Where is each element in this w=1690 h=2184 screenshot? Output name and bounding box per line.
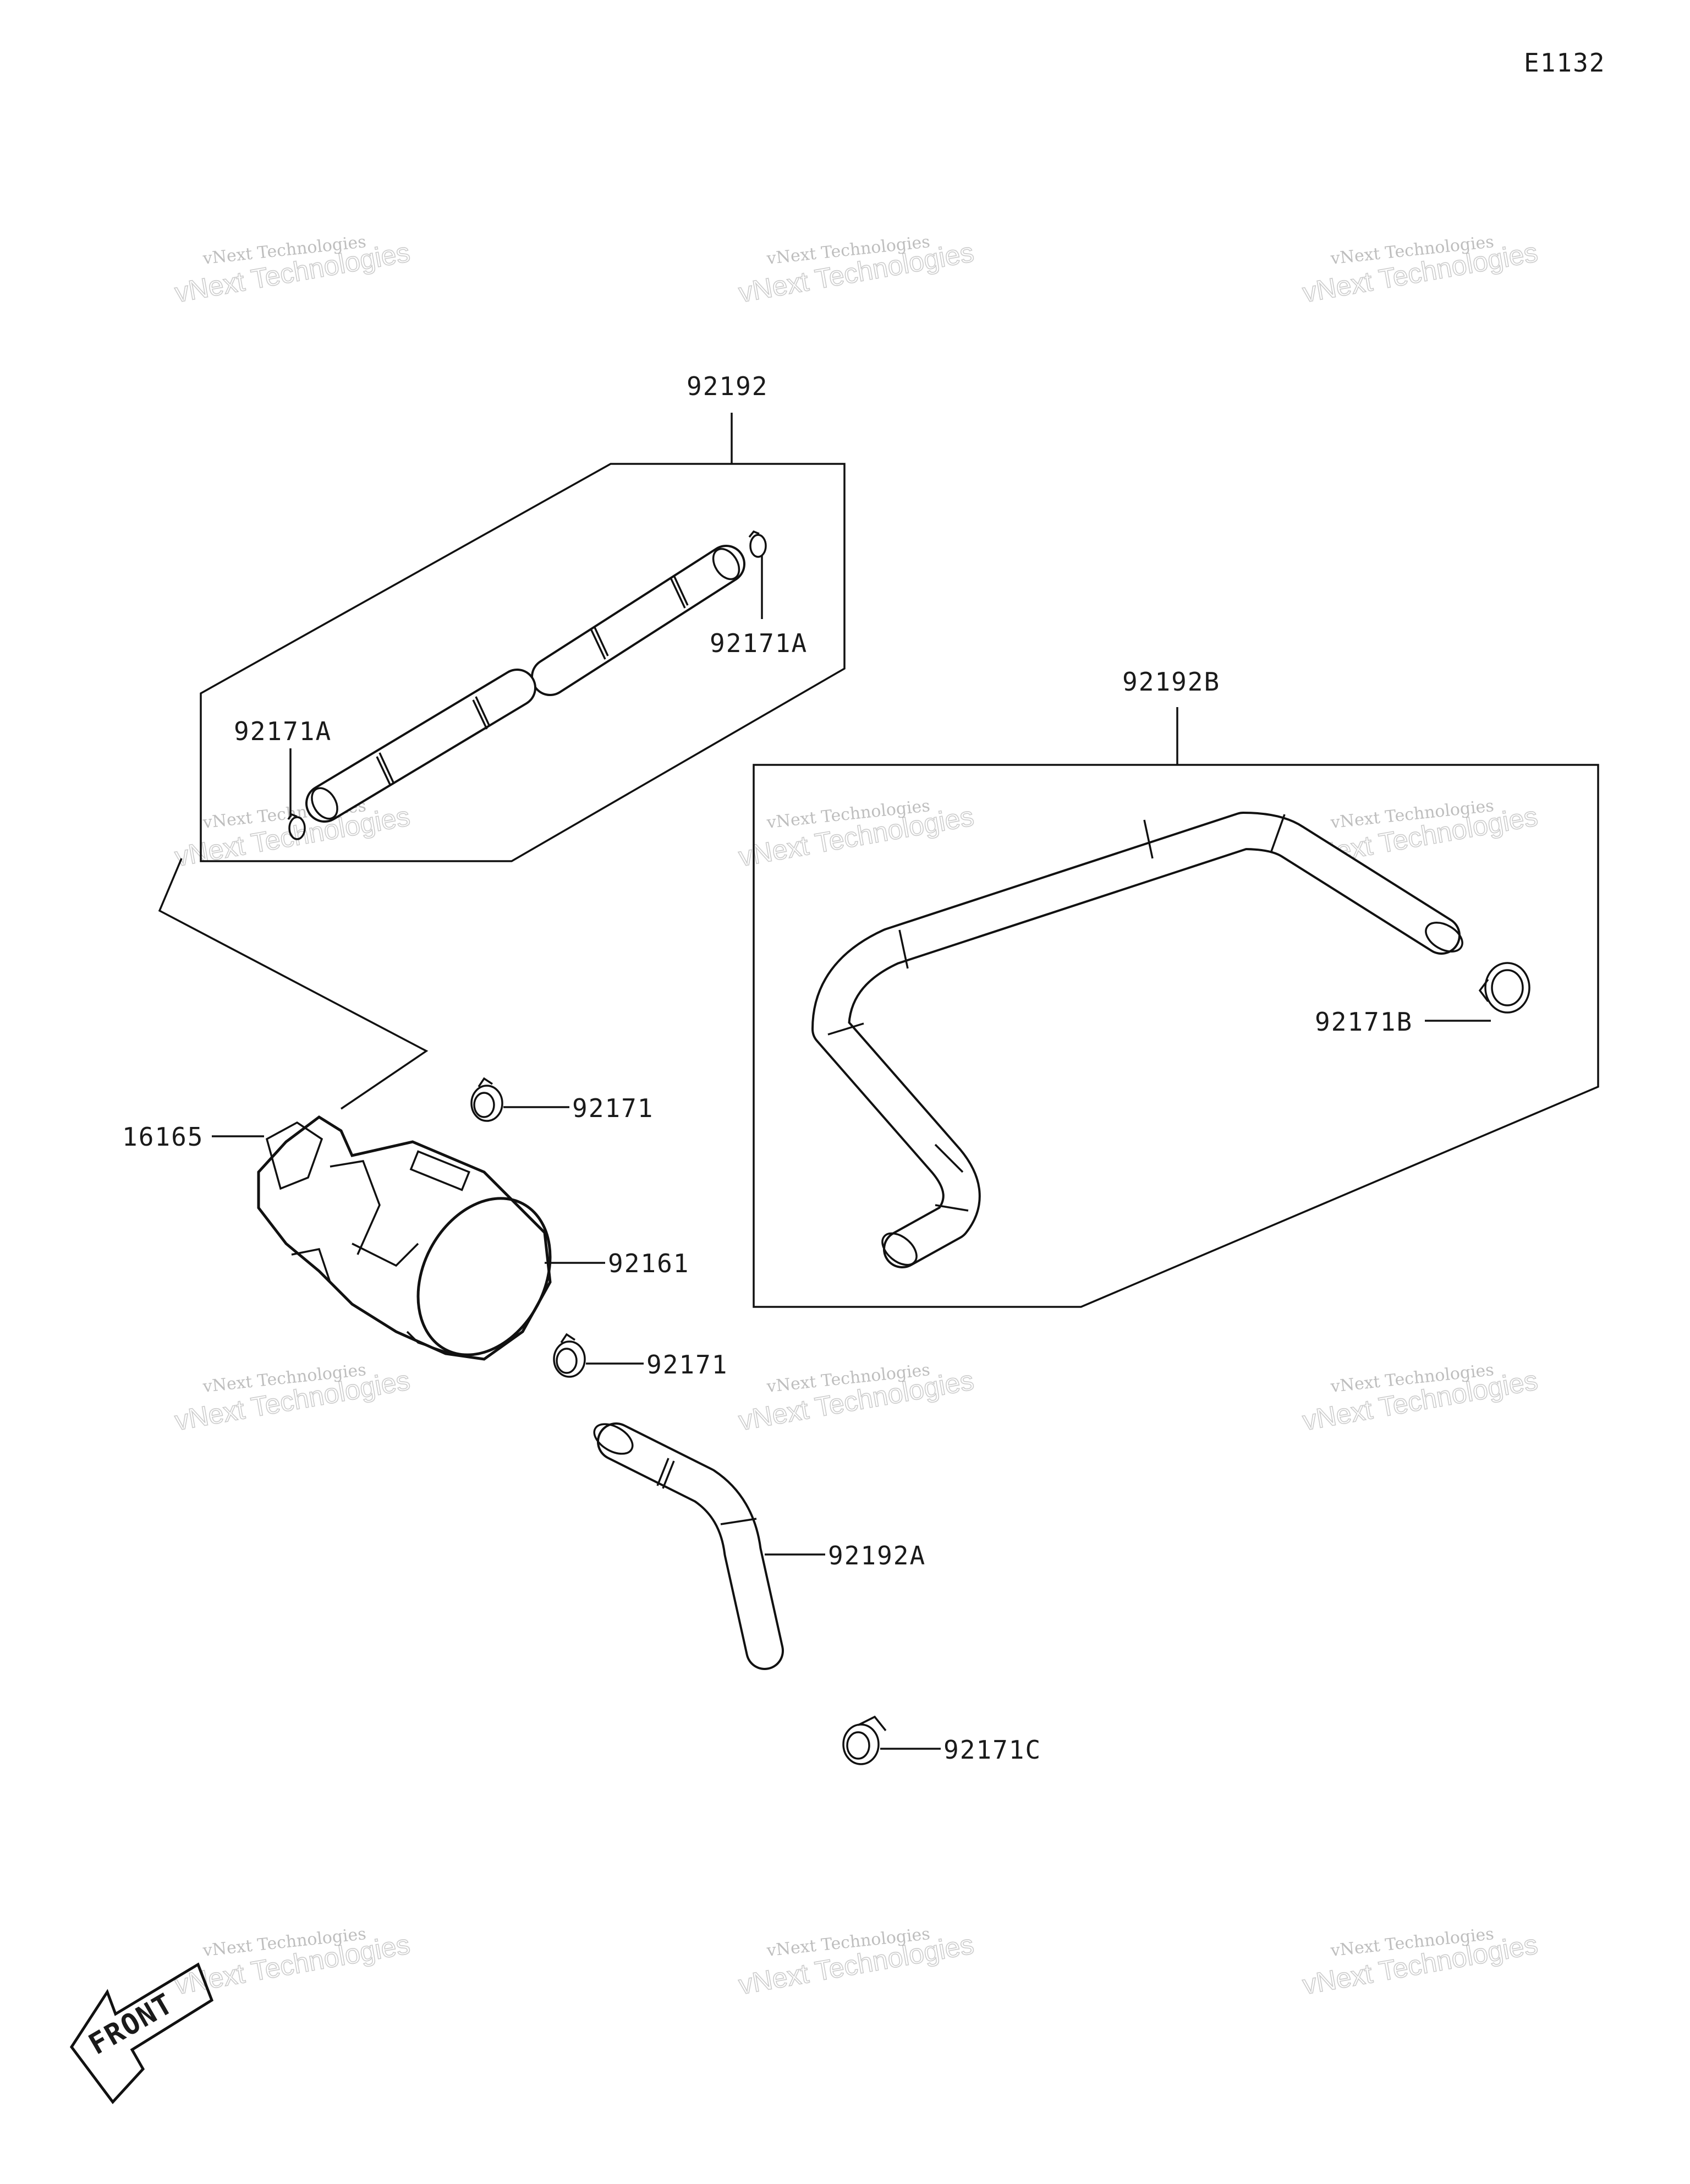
filter-inlet (265, 1121, 323, 1190)
watermark-grid: vNext Technologies vNext Technologies vN… (172, 232, 1540, 2001)
clamp-92171A-right (748, 530, 767, 558)
part-label-92161[interactable]: 92161 (608, 1249, 689, 1278)
filter-bracket (291, 1247, 331, 1283)
hose-assembly-92192: 92192 92171A (200, 371, 846, 862)
filter-cap (416, 1197, 552, 1356)
group-connector-line (158, 858, 429, 1110)
part-label-92171A-left[interactable]: 92171A (234, 716, 332, 746)
hose-segment-lower (305, 669, 536, 823)
hose-assembly-92192B: 92192B 92171B (753, 667, 1599, 1308)
hose-92192B (811, 812, 1463, 1268)
hose-segment-upper (531, 545, 745, 696)
filter-body (257, 1115, 552, 1361)
part-label-92171B[interactable]: 92171B (1315, 1007, 1413, 1037)
watermark: vNext Technologies vNext Technologies (172, 232, 413, 309)
clamp-92171C (842, 1715, 887, 1765)
watermark: vNext Technologies vNext Technologies (1300, 232, 1540, 309)
filter-assembly-16165: 16165 92161 (122, 1115, 689, 1361)
clamp-92171B (1478, 962, 1530, 1014)
filter-tab (409, 1150, 471, 1191)
watermark: vNext Technologies vNext Technologies (1300, 1924, 1540, 2001)
group-frame-92192B (753, 764, 1599, 1308)
filter-lower-tab (406, 1331, 452, 1355)
watermark: vNext Technologies vNext Technologies (736, 232, 976, 309)
part-label-92171C[interactable]: 92171C (943, 1735, 1041, 1765)
watermark: vNext Technologies vNext Technologies (736, 1924, 976, 2001)
part-label-16165[interactable]: 16165 (122, 1122, 204, 1152)
part-label-92171-upper[interactable]: 92171 (572, 1093, 654, 1123)
watermark: vNext Technologies vNext Technologies (1300, 1360, 1540, 1437)
clamp-92171-upper (470, 1077, 503, 1122)
part-label-92192[interactable]: 92192 (687, 371, 768, 401)
filter-band (352, 1242, 419, 1267)
part-label-92171-lower[interactable]: 92171 (646, 1350, 728, 1380)
watermark: vNext Technologies vNext Technologies (172, 1360, 413, 1437)
watermark: vNext Technologies vNext Technologies (736, 1360, 976, 1437)
diagram-code: E1132 (1524, 48, 1605, 78)
part-label-92192A[interactable]: 92192A (828, 1541, 926, 1570)
part-label-92192B[interactable]: 92192B (1122, 667, 1220, 697)
filter-neck-line (330, 1160, 381, 1255)
clamp-92171A-left (287, 813, 306, 840)
clamp-92171-lower (553, 1333, 586, 1378)
part-label-92171A-right[interactable]: 92171A (710, 628, 808, 658)
hose-92192A (593, 1422, 784, 1670)
watermark: vNext Technologies vNext Technologies (736, 796, 976, 873)
group-frame-92192 (200, 463, 846, 862)
